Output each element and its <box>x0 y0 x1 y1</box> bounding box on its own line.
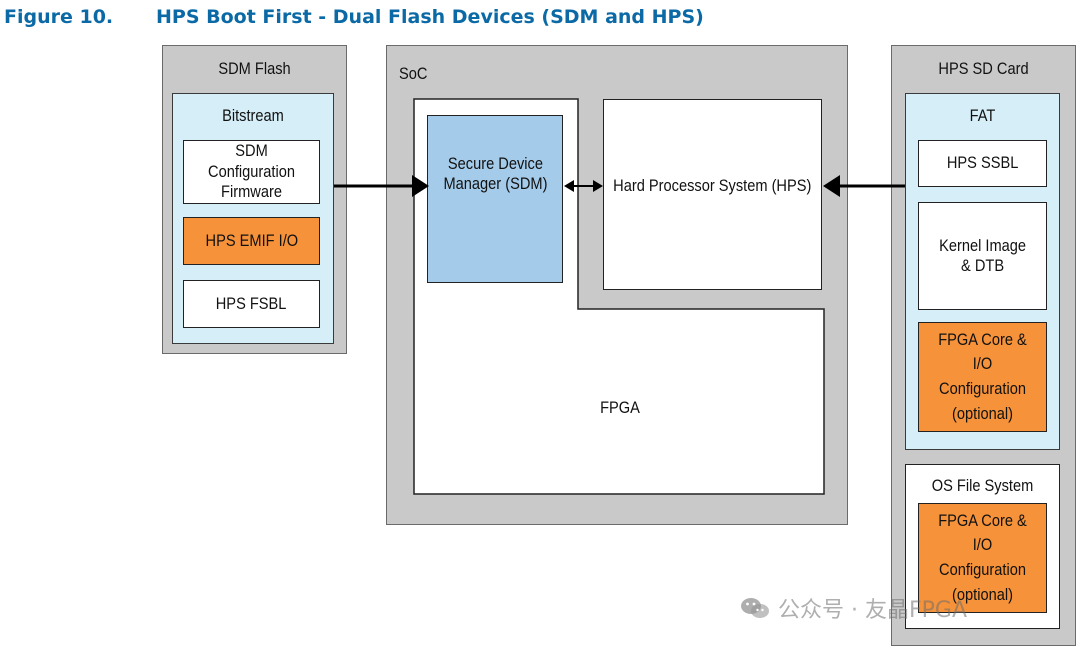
figure-number: Figure 10. <box>4 6 114 28</box>
fpga-label: FPGA <box>600 398 640 417</box>
hps-emif-io-label: HPS EMIF I/O <box>205 230 298 250</box>
watermark-text: 公众号 · 友晶FPGA <box>778 598 967 623</box>
figure-title: HPS Boot First - Dual Flash Devices (SDM… <box>156 6 704 28</box>
sdm-label: Secure Device Manager (SDM) <box>442 153 547 193</box>
sdm-box: Secure Device Manager (SDM) <box>427 115 563 283</box>
fat-title: FAT <box>969 106 996 125</box>
hps-emif-io-box: HPS EMIF I/O <box>183 217 320 265</box>
kernel-image-label: Kernel Image & DTB <box>939 235 1026 275</box>
os-fpga-config-box: FPGA Core & I/O Configuration (optional) <box>918 503 1047 613</box>
soc-title: SoC <box>399 64 428 83</box>
watermark: 公众号 · 友晶FPGA <box>740 592 967 624</box>
os-file-system-title: OS File System <box>931 476 1034 495</box>
fat-fpga-config-box: FPGA Core & I/O Configuration (optional) <box>918 322 1047 432</box>
arrow-sdm-hps-bidirectional <box>564 180 603 192</box>
hps-ssbl-label: HPS SSBL <box>946 153 1019 173</box>
hps-fsbl-label: HPS FSBL <box>216 293 287 313</box>
hps-ssbl-box: HPS SSBL <box>918 140 1047 187</box>
sdm-config-firmware-label: SDM Configuration Firmware <box>208 141 295 202</box>
hps-box: Hard Processor System (HPS) <box>603 99 822 290</box>
figure-caption: Figure 10. HPS Boot First - Dual Flash De… <box>4 6 704 28</box>
arrow-sd-card-to-hps <box>823 175 905 197</box>
os-fpga-config-label: FPGA Core & I/O Configuration (optional) <box>938 510 1027 604</box>
wechat-icon <box>741 598 769 618</box>
hps-sd-card-title: HPS SD Card <box>938 59 1029 78</box>
arrow-sdm-flash-to-sdm <box>334 175 429 197</box>
kernel-image-box: Kernel Image & DTB <box>918 202 1047 310</box>
hps-label: Hard Processor System (HPS) <box>613 176 812 196</box>
hps-fsbl-box: HPS FSBL <box>183 280 320 328</box>
fat-fpga-config-label: FPGA Core & I/O Configuration (optional) <box>938 329 1027 423</box>
bitstream-title: Bitstream <box>222 106 284 125</box>
sdm-flash-title: SDM Flash <box>218 59 291 78</box>
sdm-config-firmware-box: SDM Configuration Firmware <box>183 140 320 204</box>
